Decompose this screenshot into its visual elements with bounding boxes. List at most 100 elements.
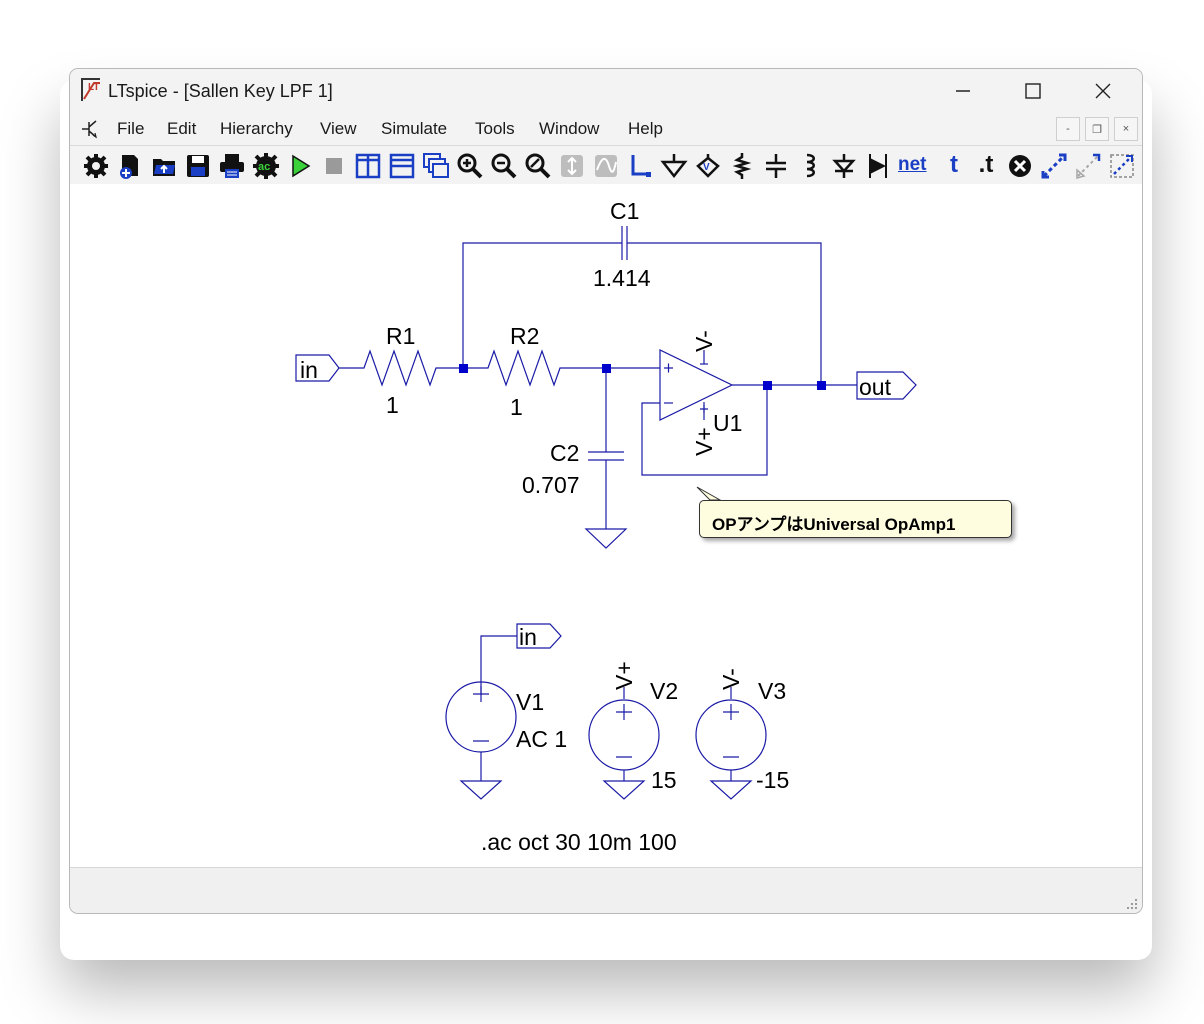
inductor-icon[interactable] [796,152,824,180]
menu-simulate[interactable]: Simulate [381,119,448,138]
label-net-icon[interactable]: V [694,152,722,180]
mdi-restore-button[interactable]: ❐ [1085,117,1109,141]
ltspice-logo-icon: LT [81,78,100,101]
r2-name: R2 [510,323,539,349]
settings-icon[interactable] [82,152,110,180]
spice-directive-button[interactable]: .t [978,151,994,178]
c1-right-wire [627,242,822,386]
menu-help[interactable]: Help [628,119,663,138]
feedback-wire [641,385,768,476]
menu-hierarchy[interactable]: Hierarchy [220,119,293,138]
duplicate-icon[interactable] [1040,152,1068,180]
maximize-icon [1025,83,1041,99]
menu-view[interactable]: View [320,119,357,138]
delete-icon[interactable] [1006,152,1034,180]
menu-window[interactable]: Window [539,119,600,138]
text-button[interactable]: t [950,151,958,178]
run-icon[interactable] [286,152,314,180]
menu-tools[interactable]: Tools [475,119,515,138]
schematic-canvas[interactable]: C1 1.414 in R1 1 R2 1 C2 0.707 U1 out V-… [70,184,1142,867]
mdi-close-button[interactable]: × [1114,117,1138,141]
zoom-out-icon[interactable] [490,152,518,180]
out-label-text: out [859,374,892,400]
app-window: LT LTspice - [Sallen Key LPF 1] File Edi… [69,68,1143,914]
title-bar[interactable]: LT LTspice - [Sallen Key LPF 1] [70,69,1142,113]
capacitor-icon[interactable] [762,152,790,180]
v2-polarity-marks [616,704,632,758]
cascade-icon[interactable] [422,152,450,180]
tile-horizontal-icon[interactable] [388,152,416,180]
menu-file[interactable]: File [117,119,145,138]
in-label-flag [295,354,340,382]
net-label-button[interactable]: net [898,154,927,175]
v2-value: 15 [651,767,677,793]
c2-value: 0.707 [522,472,580,498]
tile-vertical-icon[interactable] [354,152,382,180]
c1-left-wire [462,242,622,368]
v2-ground-icon [602,780,646,800]
c1-name: C1 [610,198,639,224]
opamp-vminus-label: V- [691,330,717,352]
save-icon[interactable] [184,152,212,180]
close-button[interactable] [1070,69,1136,113]
zoom-in-icon[interactable] [456,152,484,180]
autorange-icon[interactable] [558,152,586,180]
toolbar: ac [70,145,1142,185]
v1-value: AC 1 [516,726,567,752]
opamp-vplus-mark [700,405,708,413]
ground-icon[interactable] [660,152,688,180]
mdi-close-icon: × [1122,123,1130,135]
mdi-restore-icon: ❐ [1092,123,1102,136]
print-icon[interactable] [218,152,246,180]
annotation-note[interactable]: OPアンプはUniversal OpAmp1 [699,500,1012,538]
open-icon[interactable] [150,152,178,180]
mdi-minimize-button[interactable]: - [1056,117,1080,141]
waveform-icon[interactable] [592,152,620,180]
r1-value: 1 [386,392,399,418]
svg-text:V: V [703,162,710,173]
r2-value: 1 [510,394,523,420]
v1-polarity-marks [473,686,489,742]
r1-name: R1 [386,323,415,349]
minimize-button[interactable] [930,69,996,113]
v1-top-wire [480,635,517,695]
window-title: LTspice - [Sallen Key LPF 1] [108,81,333,101]
diode-icon[interactable] [830,152,858,180]
svg-text:LT: LT [88,82,99,93]
component-icon[interactable] [864,152,892,180]
v1-in-flag [516,623,562,649]
halt-icon[interactable] [320,152,348,180]
drag-icon[interactable] [1108,152,1136,180]
opamp-vplus-label: V+ [691,427,717,456]
v3-net-label: V- [718,668,744,690]
maximize-button[interactable] [1000,69,1066,113]
v3-value: -15 [756,767,789,793]
menu-edit[interactable]: Edit [167,119,197,138]
v3-polarity-marks [723,704,739,758]
new-schematic-icon[interactable] [116,152,144,180]
in-label-text: in [300,357,318,383]
opamp-symbol [659,349,734,421]
out-label-flag [856,371,917,400]
opamp-plus-mark [664,363,673,373]
junction-output [763,381,772,390]
zoom-fit-icon[interactable] [524,152,552,180]
schematic-drawing: C1 1.414 in R1 1 R2 1 C2 0.707 U1 out V-… [295,198,917,855]
move-icon[interactable] [1074,152,1102,180]
ac-analysis-icon[interactable]: ac [252,152,280,180]
u1-name: U1 [713,410,742,436]
wire-icon[interactable] [626,152,654,180]
c1-symbol [621,226,628,260]
note-pointer [696,486,722,501]
svg-text:ac: ac [258,161,270,173]
minimize-icon [956,90,970,92]
v2-net-label: V+ [611,661,637,690]
junction-r2-c2 [602,364,611,373]
resistor-icon[interactable] [728,152,756,180]
resize-grip-icon[interactable] [1126,898,1138,910]
v2-name: V2 [650,678,678,704]
junction-c1-out [817,381,826,390]
r1-symbol [339,349,463,387]
menu-bar: File Edit Hierarchy View Simulate Tools … [70,113,1142,145]
c2-ground-icon [584,528,628,549]
